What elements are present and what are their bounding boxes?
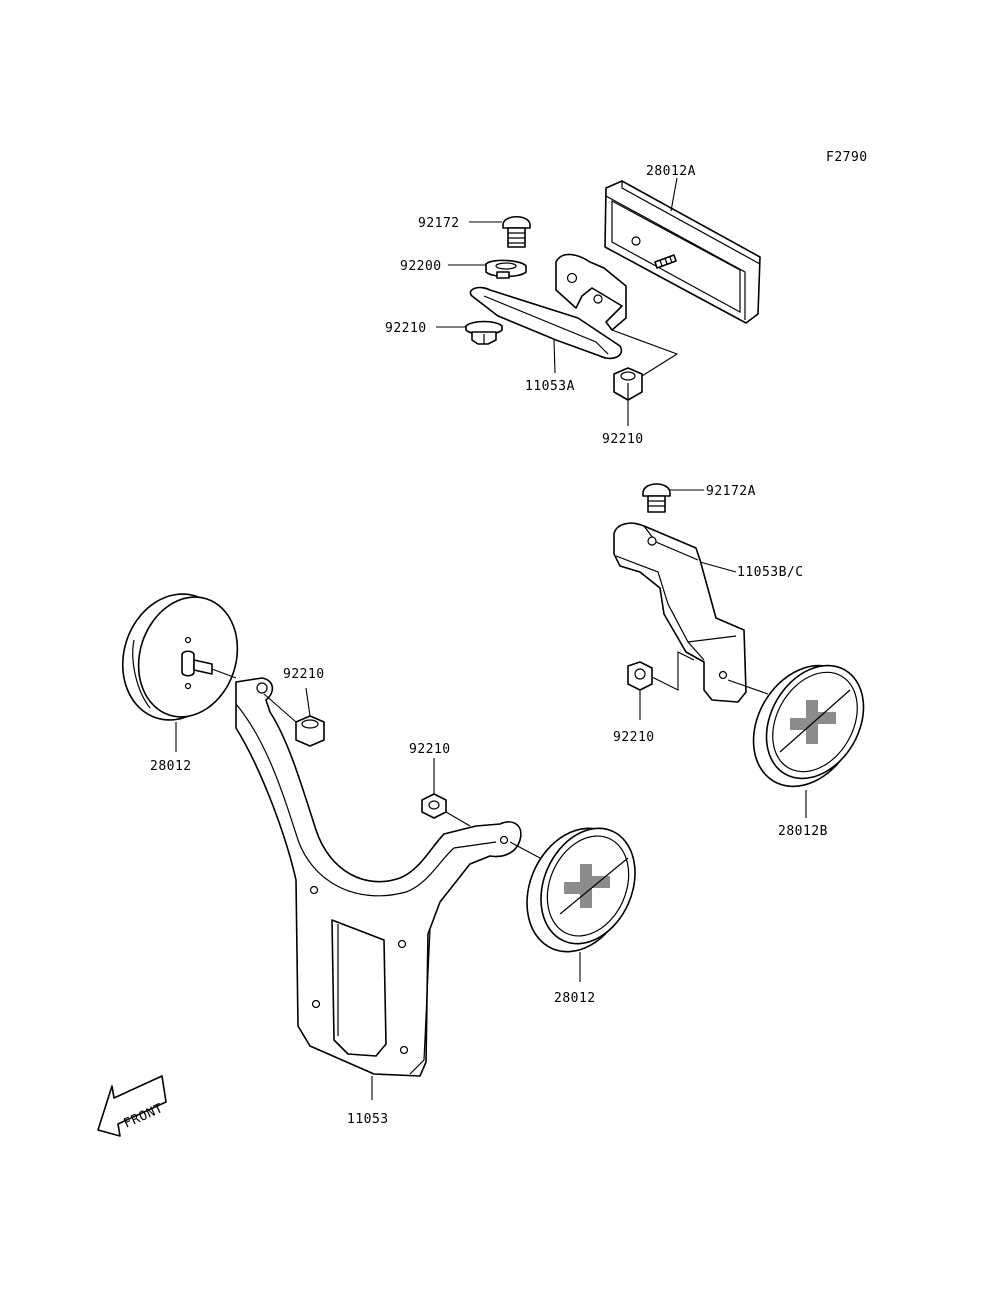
- nut-92210-left-upper: [295, 715, 325, 747]
- nut-92210-left-mid: [421, 793, 447, 819]
- label-reflector-28012b: 28012B: [778, 824, 828, 839]
- label-nut-top-bottom: 92210: [602, 432, 644, 447]
- reflector-28012-left: [121, 593, 239, 721]
- label-bracket-11053a: 11053A: [525, 379, 575, 394]
- nut-92210-top-left: [465, 320, 503, 345]
- label-washer-92200: 92200: [400, 259, 442, 274]
- figure-id: F2790: [826, 150, 868, 165]
- nut-92210-top-bottom: [613, 367, 643, 401]
- label-nut-right: 92210: [613, 730, 655, 745]
- front-arrow-icon: FRONT: [97, 1075, 167, 1137]
- label-bracket-11053bc: 11053B/C: [737, 565, 804, 580]
- label-reflector-center: 28012: [554, 991, 596, 1006]
- label-nut-left-upper: 92210: [283, 667, 325, 682]
- label-bolt-92172a: 92172A: [706, 484, 756, 499]
- bracket-11053bc: [613, 522, 747, 703]
- label-rear-reflector: 28012A: [646, 164, 696, 179]
- bracket-11053a: [469, 253, 627, 360]
- rear-reflector-28012a: [604, 180, 761, 324]
- reflector-28012-center: [526, 827, 636, 953]
- label-reflector-left: 28012: [150, 759, 192, 774]
- reflector-stud: [654, 254, 677, 269]
- label-nut-top-left: 92210: [385, 321, 427, 336]
- label-nut-left-mid: 92210: [409, 742, 451, 757]
- nut-92210-right: [627, 661, 653, 691]
- reflector-28012b: [752, 664, 865, 788]
- bracket-11053: [235, 677, 522, 1077]
- label-bracket-11053: 11053: [347, 1112, 389, 1127]
- label-bolt-92172: 92172: [418, 216, 460, 231]
- washer-92200: [485, 259, 527, 279]
- bolt-92172a: [642, 483, 671, 513]
- bolt-92172: [502, 215, 531, 248]
